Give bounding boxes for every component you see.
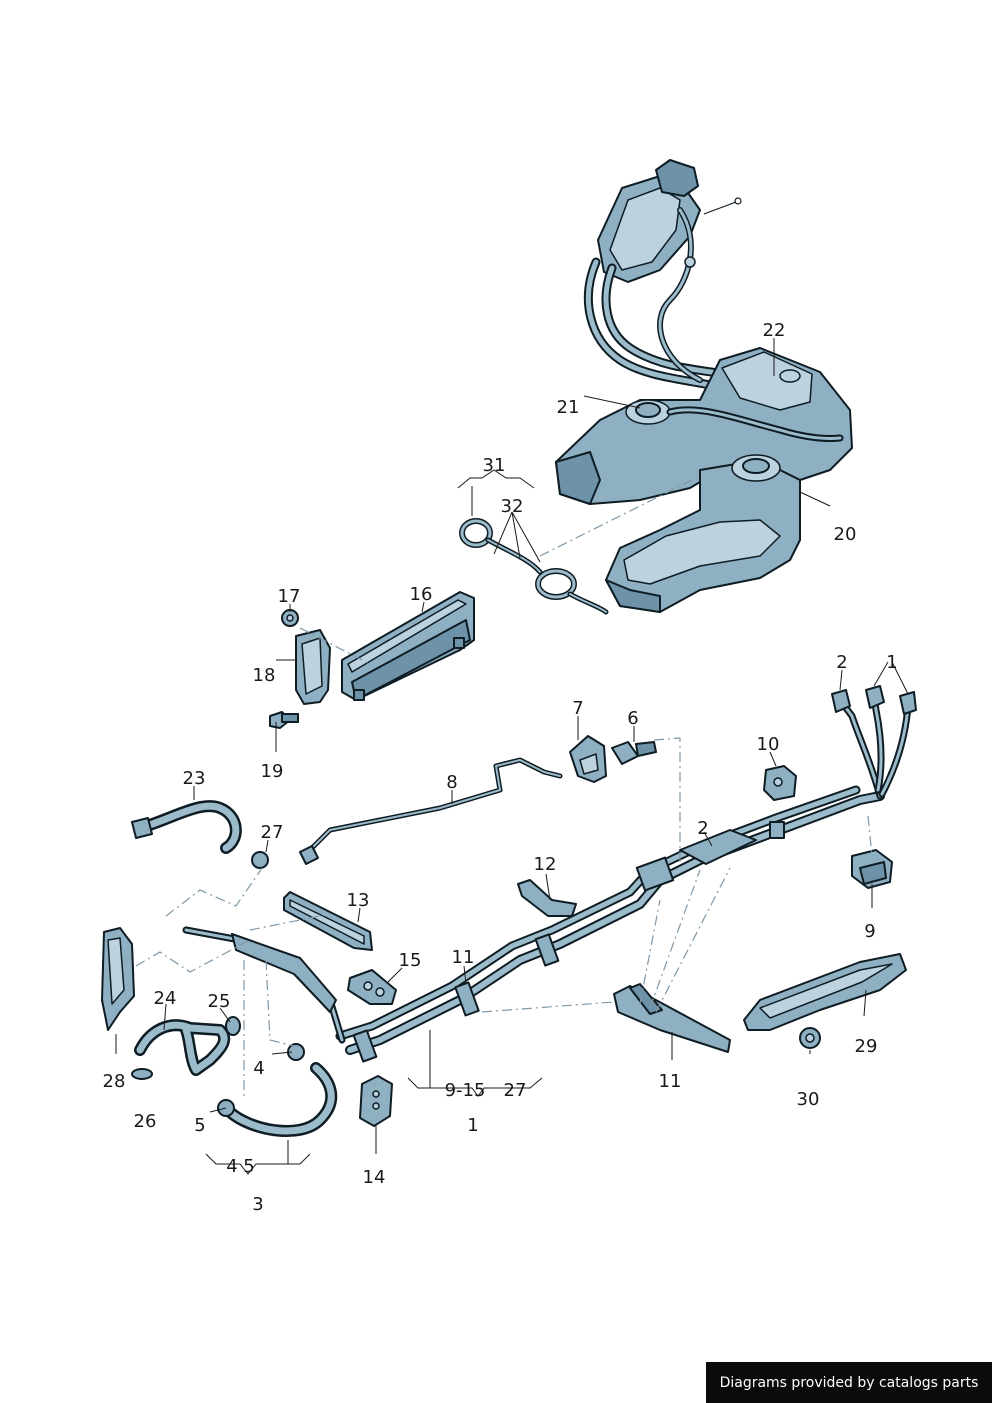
label-5: 5 — [194, 1115, 205, 1136]
label-1-top: 1 — [886, 652, 897, 673]
label-10: 10 — [757, 734, 780, 755]
label-12: 12 — [534, 854, 557, 875]
footer-credit: Diagrams provided by catalogs parts — [706, 1362, 992, 1403]
part-15-clip[interactable] — [347, 969, 397, 1005]
pipe-8[interactable] — [299, 735, 657, 865]
label-2-top: 2 — [836, 652, 847, 673]
label-1-bottom: 1 — [467, 1115, 478, 1136]
label-14: 14 — [363, 1167, 386, 1188]
label-9: 9 — [864, 921, 875, 942]
part-12-clip[interactable] — [517, 879, 577, 917]
label-18: 18 — [253, 665, 276, 686]
label-27: 27 — [261, 822, 284, 843]
label-24: 24 — [154, 988, 177, 1009]
part-29-bracket[interactable] — [743, 953, 907, 1049]
level-sensor-cable[interactable] — [459, 518, 609, 615]
label-range-27: 27 — [504, 1080, 527, 1101]
fuel-lines-main[interactable] — [335, 685, 917, 1063]
label-22: 22 — [763, 320, 786, 341]
label-28: 28 — [103, 1071, 126, 1092]
part-13-holder[interactable] — [283, 891, 373, 951]
label-range-5: 5 — [243, 1156, 254, 1177]
assembly-lines — [135, 475, 873, 1100]
part-3-hose[interactable] — [217, 1043, 338, 1137]
tank-bracket[interactable] — [269, 591, 475, 729]
label-4: 4 — [253, 1058, 264, 1079]
label-20: 20 — [834, 524, 857, 545]
label-range-4: 4 — [226, 1156, 237, 1177]
label-31: 31 — [483, 455, 506, 476]
label-26: 26 — [134, 1111, 157, 1132]
label-25: 25 — [208, 991, 231, 1012]
leader-lines — [115, 338, 909, 1175]
label-6: 6 — [627, 708, 638, 729]
part-14-clip[interactable] — [359, 1075, 393, 1127]
label-17: 17 — [278, 586, 301, 607]
label-15: 15 — [399, 950, 422, 971]
label-11-lower: 11 — [659, 1071, 682, 1092]
label-11-upper: 11 — [452, 947, 475, 968]
label-32: 32 — [501, 496, 524, 517]
part-23-hose[interactable] — [131, 800, 269, 869]
label-21: 21 — [557, 397, 580, 418]
label-23: 23 — [183, 768, 206, 789]
part-9-connector[interactable] — [851, 849, 893, 889]
label-2-mid: 2 — [697, 818, 708, 839]
part-10-clip[interactable] — [763, 765, 797, 801]
label-3: 3 — [252, 1194, 263, 1215]
label-range-9-15: 9-15 — [445, 1080, 486, 1101]
label-8: 8 — [446, 772, 457, 793]
callout-labels: 22 21 20 31 32 17 16 18 19 2 1 7 6 10 8 … — [103, 320, 898, 1215]
fuel-tank[interactable] — [555, 159, 853, 613]
label-13: 13 — [347, 890, 370, 911]
part-11-holder[interactable] — [613, 983, 731, 1053]
label-7: 7 — [572, 698, 583, 719]
part-24-hose[interactable] — [131, 1016, 241, 1080]
left-pipe-assembly[interactable] — [182, 926, 346, 1044]
part-28-shield[interactable] — [101, 927, 135, 1031]
label-16: 16 — [410, 584, 433, 605]
label-30: 30 — [797, 1089, 820, 1110]
label-29: 29 — [855, 1036, 878, 1057]
label-19: 19 — [261, 761, 284, 782]
